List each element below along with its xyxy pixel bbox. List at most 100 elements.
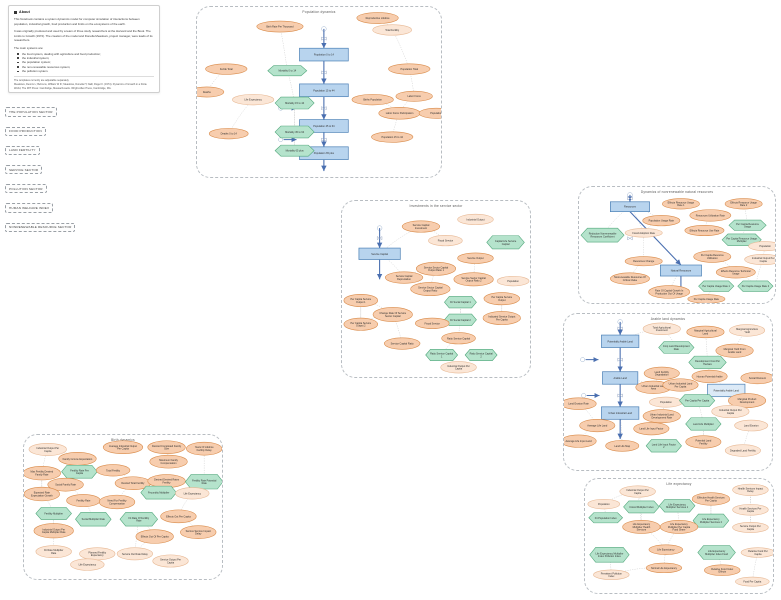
node-table[interactable]: Fit Social Capital 2 [444, 313, 477, 326]
node-aux[interactable]: Fiscal Service [415, 317, 450, 329]
node-aux[interactable]: Ratio Service Capital [441, 332, 476, 345]
node-aux[interactable]: Service Capital Ratio [384, 337, 421, 350]
node-aux_light[interactable]: Degraded Land Fertility [724, 444, 761, 457]
node-aux[interactable]: Deaths 0 to 14 [208, 128, 249, 140]
node-aux[interactable]: Family Income Expectation [58, 451, 97, 466]
section-toggle-welfare[interactable]: HUMAN WELFARE INDEX [5, 203, 54, 213]
node-stock_light[interactable]: Potentially Arable Land [707, 383, 746, 398]
node-aux[interactable]: Normal Life Expectancy [645, 562, 683, 574]
node-stock[interactable]: Urban Industrial Land [601, 406, 640, 420]
node-aux[interactable]: Population Usage Rate [642, 215, 681, 227]
node-stock[interactable]: Resources [610, 201, 650, 212]
node-aux_light[interactable]: Life Expectancy [175, 487, 210, 500]
node-aux[interactable]: Reproductive Lifetime [356, 12, 399, 24]
section-toggle-resources[interactable]: NONRENEWABLE RESOURCE SECTOR [5, 222, 76, 232]
node-aux[interactable]: Per Capita Usage Rate [687, 294, 726, 303]
node-table[interactable]: Crowd Multiplier Index [623, 500, 660, 514]
node-table[interactable]: Land Life Multiplier [685, 417, 722, 431]
node-aux[interactable]: Service Output [457, 252, 494, 264]
node-aux[interactable]: Population [418, 107, 441, 119]
node-aux[interactable]: Effects Out Of Per Capita [135, 529, 174, 544]
section-toggle-pollution[interactable]: POLLUTION SECTOR [5, 184, 47, 194]
node-table[interactable]: Fecundity Multiplier [140, 485, 177, 500]
node-aux_light[interactable]: Fiscal Service [428, 235, 463, 247]
node-table[interactable]: Mortality 0 to 14 [267, 65, 308, 77]
node-stock[interactable]: Population 15 to 44 [299, 83, 349, 98]
section-toggle-population[interactable]: THE POPULATION SECTOR [5, 107, 57, 117]
node-aux[interactable]: Births Population [351, 94, 394, 106]
panel-resources[interactable]: Dynamics of nonrenewable natural resourc… [578, 186, 776, 304]
node-aux_light[interactable]: Population [748, 241, 775, 252]
node-aux_light[interactable]: Life Expectancy [232, 94, 275, 106]
node-aux[interactable]: Average Life Land [579, 419, 616, 433]
node-stock[interactable]: Arable Land [602, 371, 639, 385]
node-aux[interactable]: Land Life Input Factor [633, 422, 670, 436]
node-aux_light[interactable]: Land Erosion [734, 419, 769, 432]
node-table[interactable]: Fit Population Index [588, 512, 624, 524]
node-aux[interactable]: Birth Rate Per Thousand [256, 20, 304, 33]
node-table[interactable]: Social Multiplier Rate [75, 512, 112, 527]
node-aux[interactable]: Labor Force Participation [378, 107, 421, 120]
node-aux[interactable]: Land Erosion Rate [564, 397, 597, 410]
node-aux[interactable]: Effects Resource Use Rate [684, 224, 725, 237]
node-aux_light[interactable]: Population [648, 396, 683, 408]
node-aux[interactable]: Population 15 to 44 [371, 131, 414, 143]
node-aux[interactable]: Social Family Rate [47, 477, 84, 492]
node-table[interactable]: Mortality 15 to 44 [274, 96, 315, 110]
node-aux[interactable]: Population Total [388, 63, 431, 75]
node-aux[interactable]: Fertile Total [205, 63, 248, 75]
node-aux[interactable]: Social Discount [740, 371, 772, 385]
node-aux_light[interactable]: Total Fertility [372, 24, 413, 36]
node-stock[interactable]: Potentially Arable Land [601, 334, 640, 348]
node-stock[interactable]: Service Capital [358, 247, 401, 260]
